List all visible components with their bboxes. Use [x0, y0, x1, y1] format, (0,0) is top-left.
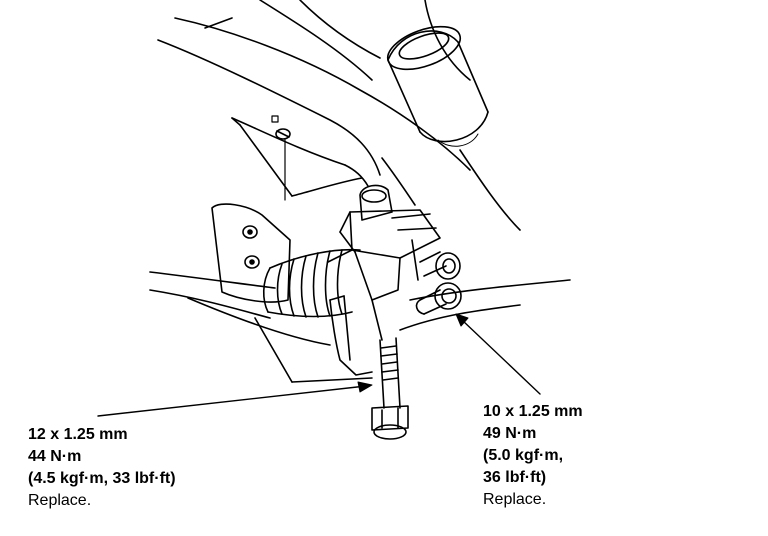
replace-note: Replace.: [483, 491, 547, 508]
panel-fastener-symbol: [276, 129, 290, 139]
suspension-bracket: [328, 185, 440, 375]
torque-nm-label: 44 N·m: [28, 448, 82, 465]
torque-nm-label: 49 N·m: [483, 425, 537, 442]
vertical-bolt: [372, 338, 408, 439]
upper-horizontal-bolt: [420, 252, 460, 279]
replace-note: Replace.: [28, 492, 92, 509]
shock-absorber-cylinder: [382, 18, 488, 146]
lower-horizontal-bolt: [417, 283, 461, 314]
bolt-size-label: 10 x 1.25 mm: [483, 403, 583, 420]
callout-vertical-bolt-spec: 12 x 1.25 mm 44 N·m (4.5 kgf·m, 33 lbf·f…: [28, 424, 176, 512]
callout-horizontal-bolt-spec: 10 x 1.25 mm 49 N·m (5.0 kgf·m, 36 lbf·f…: [483, 401, 583, 511]
torque-alt-label-line1: (5.0 kgf·m,: [483, 447, 564, 464]
leader-line-left: [98, 382, 372, 416]
torque-alt-label-line2: 36 lbf·ft): [483, 469, 547, 486]
body-frame-panel: [158, 0, 520, 230]
leader-line-right: [456, 314, 540, 394]
torque-alt-label: (4.5 kgf·m, 33 lbf·ft): [28, 470, 176, 487]
lower-frame-lines: [150, 272, 570, 382]
bolt-size-label: 12 x 1.25 mm: [28, 426, 128, 443]
mounting-plate: [212, 204, 290, 302]
